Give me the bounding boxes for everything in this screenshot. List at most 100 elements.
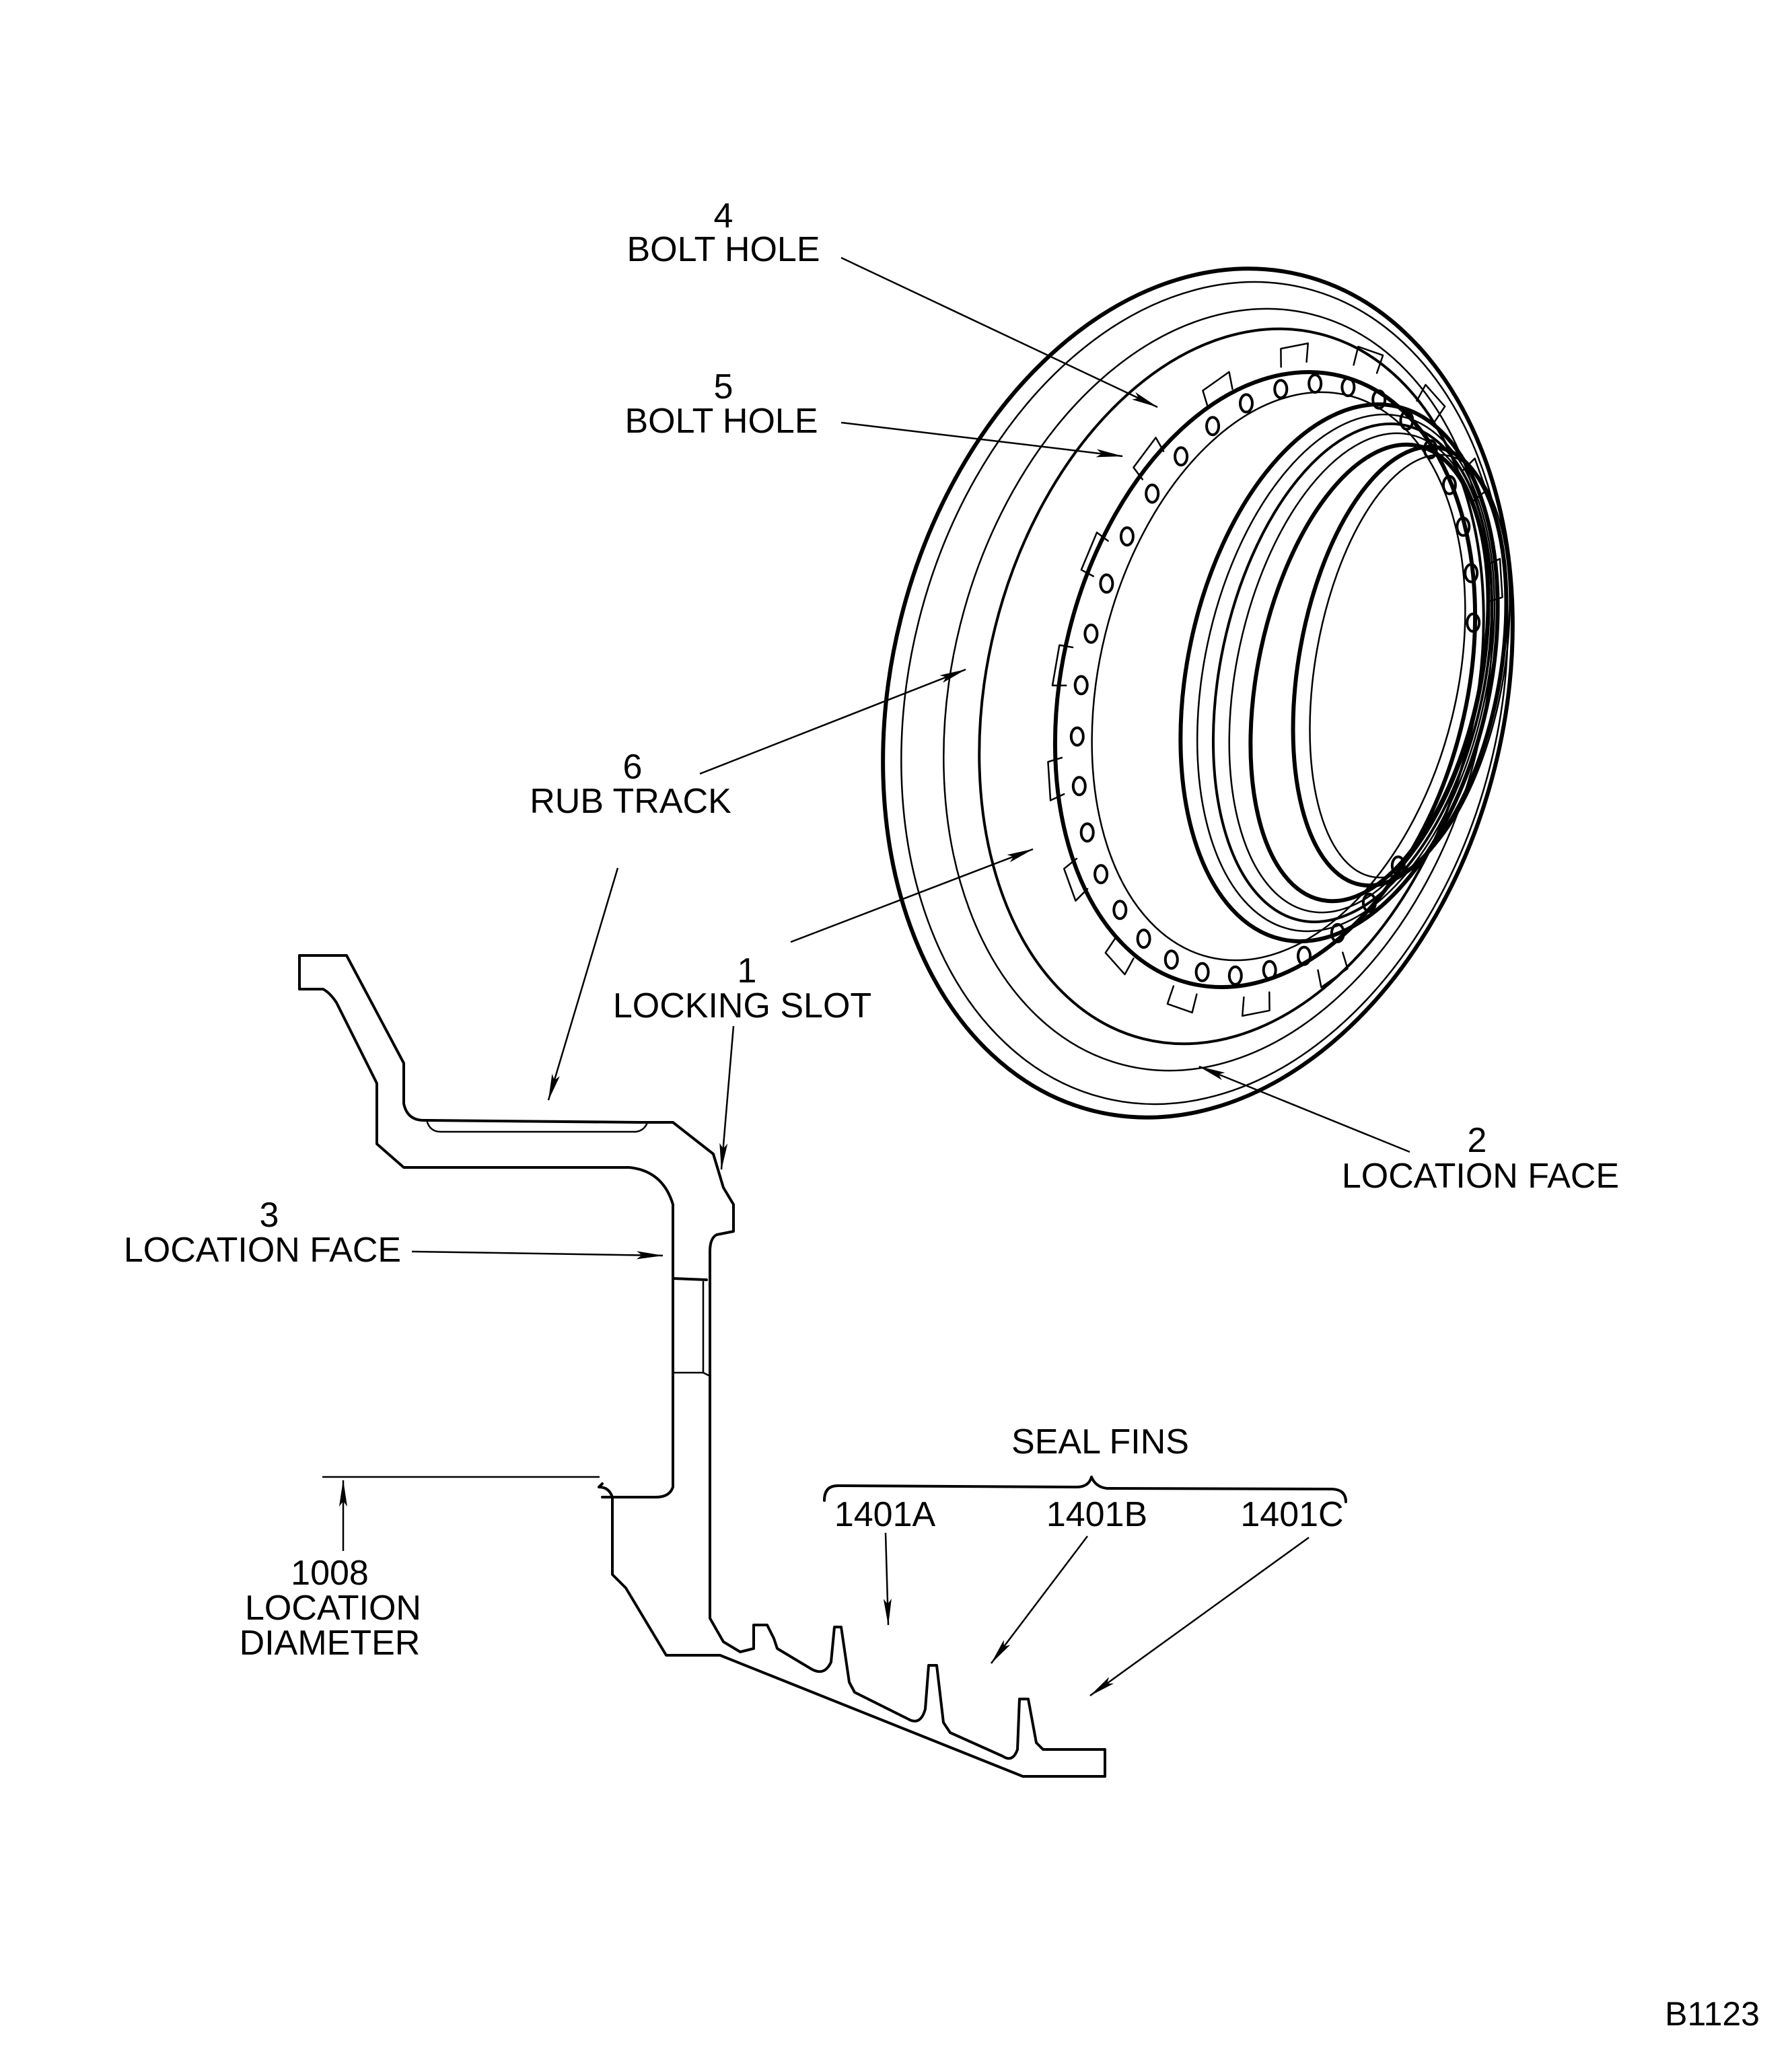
locking-slot xyxy=(1080,532,1109,577)
callout-3-number: 3 xyxy=(260,1196,279,1235)
bore-groove-2 xyxy=(1211,422,1494,924)
bolt-hole xyxy=(1079,822,1095,843)
bolt-hole xyxy=(1423,439,1438,460)
bolt-hole xyxy=(1456,516,1471,537)
locking-slot xyxy=(1317,951,1349,988)
seal-fins-title: SEAL FINS xyxy=(1011,1422,1189,1461)
bolt-hole xyxy=(1297,945,1312,966)
locking-slot xyxy=(1353,345,1384,374)
locking-slot xyxy=(1063,857,1089,902)
locking-slot xyxy=(1416,384,1446,423)
figure-id: B1123 xyxy=(1665,1995,1760,2033)
location-face-step xyxy=(672,1277,708,1281)
bolt-hole xyxy=(1371,389,1387,410)
locking-slot xyxy=(1280,342,1310,368)
bore-inner xyxy=(1248,442,1491,904)
leader-bolt-hole-5 xyxy=(840,421,1123,458)
callout-2-label: LOCATION FACE xyxy=(1342,1157,1619,1196)
bolt-hole xyxy=(1340,377,1356,398)
bore-far-edge-inner xyxy=(1309,454,1511,879)
bolt-hole xyxy=(1307,373,1323,394)
seal-cross-section xyxy=(298,954,1106,1778)
locking-slot xyxy=(1485,558,1503,603)
leader-fin-1401a xyxy=(883,1532,892,1626)
locking-slot xyxy=(1202,371,1233,408)
bolt-hole xyxy=(1466,612,1481,633)
ring-outer-rim xyxy=(881,266,1515,1120)
callout-1008-label-line1: LOCATION xyxy=(245,1589,421,1628)
callout-3-label: LOCATION FACE xyxy=(124,1231,401,1270)
bolt-hole xyxy=(1441,474,1457,495)
bolt-hole xyxy=(1227,965,1243,986)
locking-slot-band xyxy=(1052,370,1478,989)
seal-fins-brace xyxy=(823,1476,1347,1503)
bolt-hole xyxy=(1464,563,1479,583)
locking-slot xyxy=(1462,458,1488,502)
ring-outer-rim-inner-edge xyxy=(900,281,1509,1106)
bolt-holes xyxy=(1069,373,1481,986)
section-upper-leg xyxy=(298,954,674,1498)
bolt-hole xyxy=(1119,526,1135,547)
seal-ring-isometric xyxy=(881,266,1515,1120)
bolt-hole xyxy=(1083,623,1099,644)
rub-track-edge-outer xyxy=(943,308,1493,1072)
bore-outer xyxy=(1178,402,1500,943)
callout-6-number: 6 xyxy=(623,748,643,787)
bolt-hole xyxy=(1174,446,1189,467)
section-outline xyxy=(298,954,1106,1778)
leader-lines xyxy=(339,256,1410,1697)
bolt-hole xyxy=(1145,483,1160,504)
bolt-hole xyxy=(1071,776,1087,797)
leader-rub-track-section xyxy=(547,867,619,1101)
bore-far-edge xyxy=(1291,444,1509,888)
leader-rub-track-ring xyxy=(699,668,966,775)
bolt-hole xyxy=(1273,379,1289,400)
callout-6-label: RUB TRACK xyxy=(530,782,731,821)
bolt-hole xyxy=(1163,949,1179,970)
locking-slot xyxy=(1166,985,1198,1014)
bolt-hole xyxy=(1194,962,1210,982)
locking-slots xyxy=(1047,342,1503,1017)
callout-labels: 4 BOLT HOLE 5 BOLT HOLE 6 RUB TRACK 1 LO… xyxy=(124,196,1760,2033)
callout-4-number: 4 xyxy=(714,196,733,236)
locking-slot xyxy=(1051,644,1074,687)
callout-1008-number: 1008 xyxy=(291,1554,369,1593)
bolt-hole xyxy=(1399,410,1414,431)
bolt-hole xyxy=(1205,416,1221,437)
bolt-hole xyxy=(1136,929,1151,949)
bolt-hole xyxy=(1069,726,1085,747)
callout-5-number: 5 xyxy=(714,367,733,406)
bolt-hole xyxy=(1073,675,1089,696)
bolt-hole xyxy=(1099,573,1114,594)
callout-2-number: 2 xyxy=(1468,1121,1487,1160)
callout-1008-label-line2: DIAMETER xyxy=(240,1624,421,1663)
seal-fin-1401a-label: 1401A xyxy=(834,1495,936,1534)
locking-slot xyxy=(1241,991,1270,1017)
leader-fin-1401c xyxy=(1089,1536,1310,1697)
bolt-hole xyxy=(1330,923,1345,943)
locking-slot xyxy=(1133,437,1165,480)
seal-fin-1401b-label: 1401B xyxy=(1046,1495,1147,1534)
bolt-hole xyxy=(1112,900,1128,920)
bolt-hole xyxy=(1239,393,1254,414)
callout-5-label: BOLT HOLE xyxy=(624,402,818,441)
leader-location-face-3 xyxy=(411,1250,664,1260)
bolt-hole xyxy=(1390,855,1406,876)
callout-1-number: 1 xyxy=(738,951,757,990)
leader-fin-1401b xyxy=(991,1535,1088,1664)
seal-fin-1401c-label: 1401C xyxy=(1240,1495,1343,1534)
leader-bolt-hole-4 xyxy=(840,256,1158,408)
rub-track-recess xyxy=(426,1121,649,1133)
locking-slot xyxy=(1047,756,1065,801)
leader-locking-slot-ring xyxy=(790,848,1034,943)
leader-locking-slot-section xyxy=(719,1025,735,1170)
callout-1-label: LOCKING SLOT xyxy=(613,986,871,1025)
callout-4-label: BOLT HOLE xyxy=(626,230,820,269)
leader-location-face-2 xyxy=(1198,1065,1410,1153)
locking-slot xyxy=(1104,937,1135,976)
bolt-hole xyxy=(1361,892,1377,913)
bolt-hole xyxy=(1262,960,1277,980)
bolt-hole xyxy=(1094,864,1109,885)
rub-track-edge-inner xyxy=(978,327,1485,1046)
